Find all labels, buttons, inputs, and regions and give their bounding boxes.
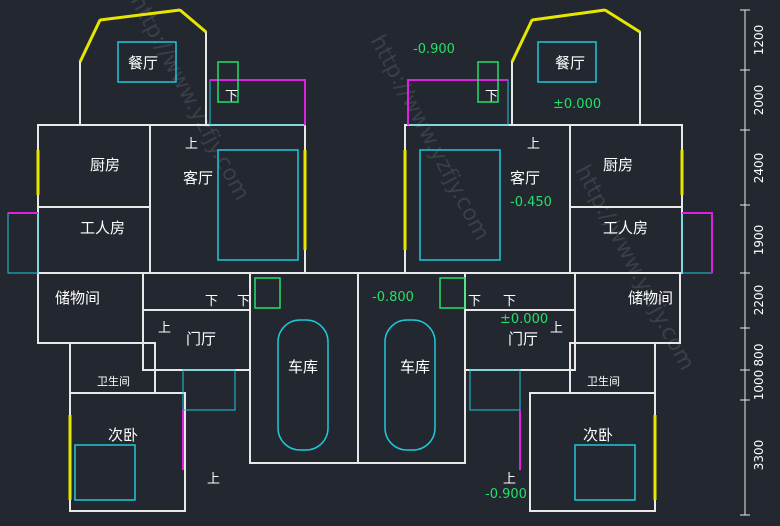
room-label-bath-right: 卫生间	[587, 374, 620, 388]
parapets	[8, 79, 713, 470]
bed-right-icon	[574, 444, 636, 501]
stairs	[217, 61, 499, 309]
side-left	[7, 212, 39, 274]
car-right-icon	[384, 319, 436, 451]
room-label-foyer-right: 门厅	[508, 330, 538, 348]
stair-mark: 上	[550, 321, 563, 336]
porch-left	[182, 369, 236, 411]
watermark: http://www.yzfjy.com	[365, 31, 494, 245]
dimension-label: 800	[752, 344, 766, 367]
stair-mark: 上	[207, 472, 220, 487]
room-label-dining-right: 餐厅	[555, 54, 585, 72]
room-labels: 餐厅 餐厅 厨房 厨房 客厅 客厅 工人房 工人房 储物间 储物间 门厅 门厅 …	[55, 54, 673, 444]
side-right	[681, 212, 713, 274]
dimension-label: 3300	[752, 440, 766, 471]
dimension-label: 2200	[752, 285, 766, 316]
room-label-living-right: 客厅	[510, 169, 540, 187]
stair-right-mid	[439, 277, 466, 309]
stair-mark: 上	[503, 472, 516, 487]
stair-mark: 上	[185, 137, 198, 152]
dimension-strip: 1200 2000 2400 1900 2200 800 1000 3300	[740, 9, 766, 516]
room-label-bedroom-right: 次卧	[583, 426, 613, 444]
level-label: -0.450	[510, 195, 552, 210]
level-annotations: -0.900 ±0.000 -0.450 -0.800 ±0.000 -0.90…	[372, 42, 601, 502]
level-label: ±0.000	[553, 97, 601, 112]
room-label-kitchen-left: 厨房	[90, 156, 120, 174]
garage-right-walls	[357, 272, 466, 464]
level-label: -0.900	[413, 42, 455, 57]
windows	[36, 8, 684, 500]
stair-mark: 上	[527, 137, 540, 152]
room-label-storage-right: 储物间	[628, 289, 673, 307]
room-label-servant-right: 工人房	[603, 219, 648, 237]
stair-mark: 下	[205, 294, 218, 309]
level-label: -0.800	[372, 290, 414, 305]
servant-left-walls	[37, 206, 151, 274]
sofa-left-icon	[217, 149, 299, 261]
room-label-dining-left: 餐厅	[128, 54, 158, 72]
room-label-servant-left: 工人房	[80, 219, 125, 237]
dimension-label: 2400	[752, 153, 766, 184]
level-label: -0.900	[485, 487, 527, 502]
watermark-layer: http://www.yzfjy.com http://www.yzfjy.co…	[125, 0, 699, 375]
stair-mark: 下	[225, 89, 238, 104]
sofa-right-icon	[419, 149, 501, 261]
left-unit	[37, 8, 359, 512]
terraces	[7, 79, 713, 411]
porch-right	[469, 369, 521, 411]
room-label-bath-left: 卫生间	[97, 374, 130, 388]
stair-mark: 下	[468, 294, 481, 309]
stair-mark: 下	[503, 294, 516, 309]
bed-left-icon	[74, 444, 136, 501]
room-label-bedroom-left: 次卧	[108, 426, 138, 444]
stair-left-top	[217, 61, 239, 103]
stair-marks: 下 下 上 上 下 下 下 下 上 上 上 上	[158, 89, 563, 487]
bedroom-left-walls	[69, 392, 186, 512]
stair-left-mid	[254, 277, 281, 309]
room-label-living-left: 客厅	[183, 169, 213, 187]
room-label-garage-right: 车库	[400, 358, 430, 376]
dining-table-left-icon	[117, 41, 177, 83]
stair-mark: 下	[237, 294, 250, 309]
dimension-label: 2000	[752, 85, 766, 116]
level-label: ±0.000	[500, 312, 548, 327]
stair-right-top	[477, 61, 499, 103]
dimension-label: 1200	[752, 25, 766, 56]
furniture	[74, 41, 636, 501]
car-left-icon	[277, 319, 329, 451]
stair-mark: 下	[485, 89, 498, 104]
stair-mark: 上	[158, 321, 171, 336]
dimension-label: 1900	[752, 225, 766, 256]
room-label-kitchen-right: 厨房	[603, 156, 633, 174]
bedroom-right-walls	[529, 392, 656, 512]
dining-table-right-icon	[537, 41, 597, 83]
room-label-foyer-left: 门厅	[186, 330, 216, 348]
room-label-storage-left: 储物间	[55, 289, 100, 307]
storage-left-walls	[37, 272, 144, 344]
dimension-label: 1000	[752, 370, 766, 401]
room-label-garage-left: 车库	[288, 358, 318, 376]
